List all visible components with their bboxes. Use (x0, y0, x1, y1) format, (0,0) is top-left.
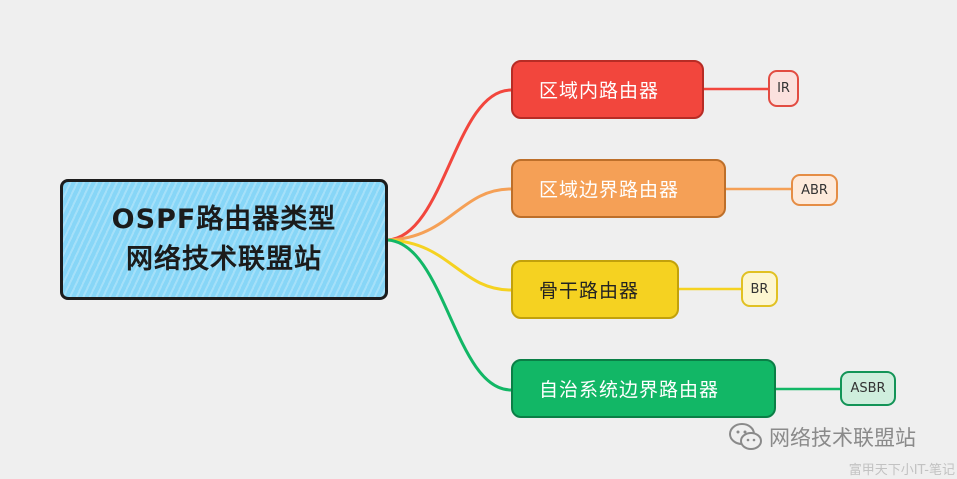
branch-label: 区域边界路由器 (539, 179, 680, 201)
edge-root-to-branch-2 (387, 238, 512, 292)
credit-text: 富甲天下小IT-笔记 (848, 463, 955, 478)
edge-root-to-branch-1 (387, 187, 512, 242)
branch-label: 区域内路由器 (539, 80, 660, 102)
root-title-line-1: OSPF路由器类型 (111, 203, 337, 235)
leaf-node-abr[interactable]: ABR (791, 174, 838, 206)
branch-label: 骨干路由器 (539, 280, 640, 302)
leaf-node-ir[interactable]: IR (768, 70, 799, 107)
leaf-label: IR (777, 81, 790, 96)
leaf-node-asbr[interactable]: ASBR (840, 371, 896, 406)
branch-node-backbone[interactable]: 骨干路由器 (511, 260, 679, 319)
root-title-line-2: 网络技术联盟站 (126, 243, 322, 275)
wechat-icon (729, 423, 762, 450)
branch-node-area-border[interactable]: 区域边界路由器 (511, 159, 726, 218)
watermark-text: 网络技术联盟站 (769, 426, 916, 450)
leaf-label: ASBR (850, 381, 886, 396)
edge-root-to-branch-0 (387, 88, 512, 242)
watermark: 网络技术联盟站 (729, 422, 916, 452)
leaf-label: BR (750, 281, 769, 297)
branch-node-intra-area[interactable]: 区域内路由器 (511, 60, 704, 119)
leaf-label: ABR (801, 182, 828, 198)
root-topic[interactable]: OSPF路由器类型 网络技术联盟站 (60, 179, 388, 300)
branch-label: 自治系统边界路由器 (539, 379, 720, 401)
edge-root-to-branch-3 (387, 238, 512, 392)
branch-node-as-boundary[interactable]: 自治系统边界路由器 (511, 359, 776, 418)
leaf-node-br[interactable]: BR (741, 271, 778, 307)
